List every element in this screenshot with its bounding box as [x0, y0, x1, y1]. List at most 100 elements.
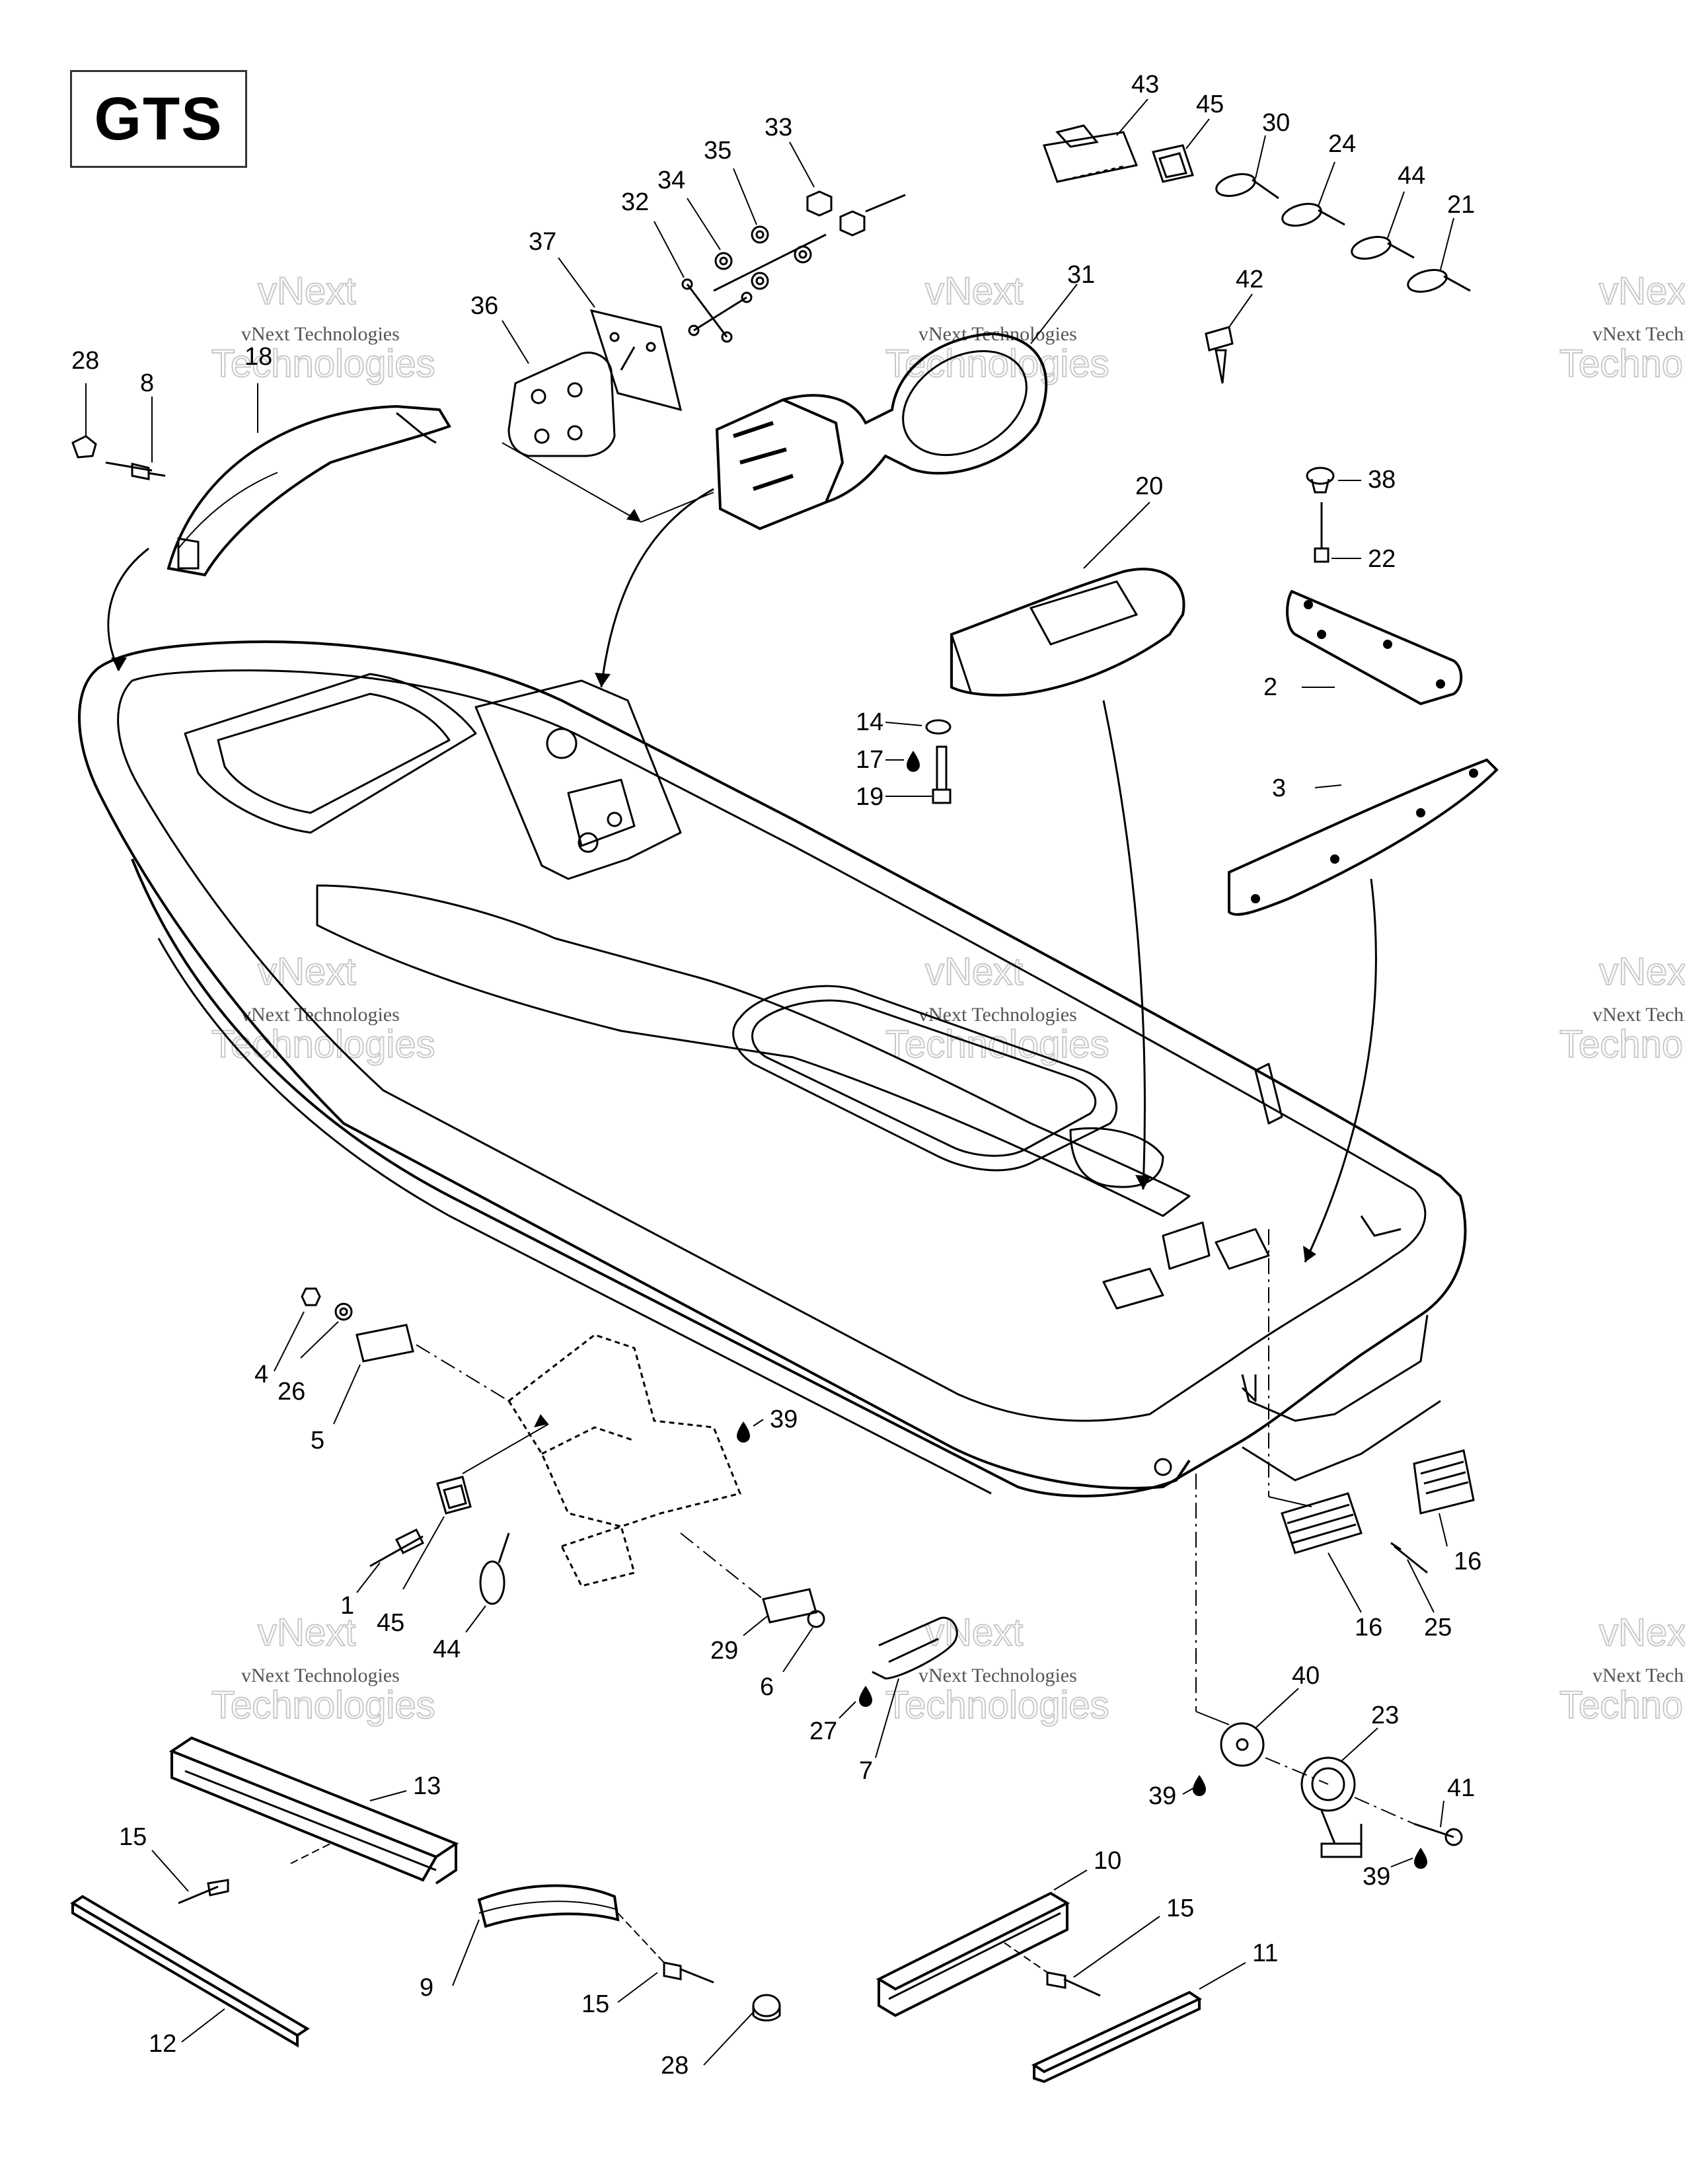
callout-24: 24	[1328, 130, 1356, 158]
part-22-bolt	[1314, 502, 1329, 563]
callout-28: 28	[71, 347, 99, 375]
watermark-tech-text: Technologies	[885, 1023, 1109, 1066]
part-16a-grate	[1413, 1449, 1475, 1515]
watermark: vNext Technologies vNext Technologies	[211, 269, 436, 386]
callout-28: 28	[661, 2052, 689, 2080]
model-label: GTS	[94, 85, 223, 153]
callout-12: 12	[149, 2030, 176, 2058]
part-12-strip	[70, 1895, 310, 2048]
callout-41: 41	[1447, 1774, 1475, 1802]
arrow-mirror-to-console	[600, 488, 714, 688]
callout-5: 5	[311, 1427, 324, 1454]
part-21-tie	[1407, 269, 1471, 293]
callout-38: 38	[1368, 466, 1396, 494]
watermark: vNext Technologies vNext Technologies	[885, 1610, 1110, 1727]
part-39b-adhesive-drop-icon	[1193, 1775, 1206, 1796]
watermark-vnext-text: vNext	[1599, 1611, 1685, 1654]
part-4-nut	[301, 1287, 321, 1306]
part-41-screw	[1413, 1823, 1463, 1846]
watermark-vnext-text: vNext	[925, 950, 1023, 993]
part-16b-grate	[1281, 1492, 1363, 1554]
watermark: vNext Technologies vNext Technologies	[1559, 269, 1685, 386]
callout-18: 18	[244, 343, 272, 371]
callout-42: 42	[1236, 266, 1263, 293]
guide-line	[1268, 1496, 1312, 1507]
part-39c-adhesive-drop-icon	[1414, 1848, 1427, 1869]
watermark-vnext-text: vNext	[258, 1611, 356, 1654]
part-5-plate	[356, 1324, 414, 1363]
watermark-small-text: vNext Technologies	[241, 1665, 400, 1686]
watermark-small-text: vNext Technologies	[241, 323, 400, 345]
hull-body	[78, 640, 1467, 1497]
part-37-plate	[589, 309, 683, 412]
watermark-tech-text: Technologies	[885, 1684, 1109, 1727]
part-13-rail	[168, 1736, 459, 1885]
guide-line	[680, 1532, 764, 1600]
part-2-plate	[1286, 589, 1463, 706]
part-24-tie	[1281, 203, 1345, 227]
callout-labels: 43 45 30 24 44 21 42 33 35 34 32 37 36 3…	[71, 71, 1481, 2080]
guide-line	[502, 442, 642, 523]
arrowheads	[111, 509, 1316, 1427]
callout-25: 25	[1424, 1614, 1452, 1641]
callout-7: 7	[859, 1757, 873, 1785]
part-14-washer	[925, 719, 952, 735]
part-36-gasket	[507, 352, 616, 457]
part-20-pad	[950, 568, 1185, 697]
part-18-handle-pad	[167, 404, 451, 577]
watermark-small-text: vNext Technologies	[241, 1004, 400, 1026]
callout-11: 11	[1252, 1939, 1278, 1967]
callout-44: 44	[433, 1636, 461, 1663]
part-15a-rivet	[178, 1879, 229, 1904]
model-label-box: GTS	[70, 70, 247, 168]
callout-36: 36	[470, 292, 498, 320]
guide-line	[1265, 1757, 1329, 1785]
callout-15: 15	[119, 1823, 147, 1851]
callout-35: 35	[704, 137, 731, 165]
part-27-adhesive-drop-icon	[859, 1686, 872, 1707]
part-32-bracket	[681, 278, 753, 343]
part-17-adhesive-drop-icon	[907, 751, 920, 772]
watermark: vNext Technologies vNext Technologies	[1559, 950, 1685, 1067]
watermark: vNext Technologies vNext Technologies	[1559, 1610, 1685, 1727]
watermark-group: vNext Technologies vNext Technologies vN…	[211, 269, 1685, 1727]
callout-17: 17	[856, 746, 883, 774]
watermark-small-text: vNext Technologies	[918, 1004, 1077, 1026]
watermark-small-text: vNext Technologies	[918, 1665, 1077, 1686]
part-7-u-bolt	[872, 1616, 958, 1680]
callout-20: 20	[1135, 472, 1163, 500]
watermark-tech-text: Technologies	[1559, 342, 1685, 385]
watermark-tech-text: Technologies	[211, 1023, 435, 1066]
callout-39: 39	[1148, 1782, 1176, 1810]
part-3-plate	[1228, 758, 1499, 916]
callout-32: 32	[621, 188, 649, 216]
part-44a-tie	[1351, 236, 1415, 260]
assembly-arrows	[107, 488, 1377, 1263]
part-11-strip	[1031, 1990, 1203, 2084]
watermark-tech-text: Technologies	[885, 342, 1109, 385]
part-29-plate	[762, 1588, 817, 1624]
arrow-3-to-rear	[1304, 878, 1377, 1263]
callout-14: 14	[856, 708, 883, 736]
watermark-vnext-text: vNext	[1599, 950, 1685, 993]
arrow-18-to-deck	[107, 547, 149, 671]
callout-19: 19	[856, 783, 883, 811]
watermark: vNext Technologies vNext Technologies	[211, 950, 436, 1067]
watermark-small-text: vNext Technologies	[1592, 1004, 1685, 1026]
callout-34: 34	[657, 167, 685, 194]
callout-1: 1	[340, 1592, 354, 1620]
watermark-tech-text: Technologies	[1559, 1684, 1685, 1727]
watermark-vnext-text: vNext	[258, 950, 356, 993]
callout-30: 30	[1262, 109, 1290, 137]
callout-22: 22	[1368, 545, 1396, 573]
callout-15: 15	[1166, 1895, 1194, 1922]
callout-39: 39	[1363, 1863, 1390, 1891]
callout-6: 6	[760, 1673, 774, 1701]
callout-27: 27	[809, 1717, 837, 1745]
callout-23: 23	[1371, 1702, 1399, 1729]
phantom-bracket	[507, 1334, 742, 1587]
arrow-20-to-rear	[1102, 700, 1146, 1190]
watermark-small-text: vNext Technologies	[1592, 323, 1685, 345]
callout-31: 31	[1067, 261, 1095, 289]
